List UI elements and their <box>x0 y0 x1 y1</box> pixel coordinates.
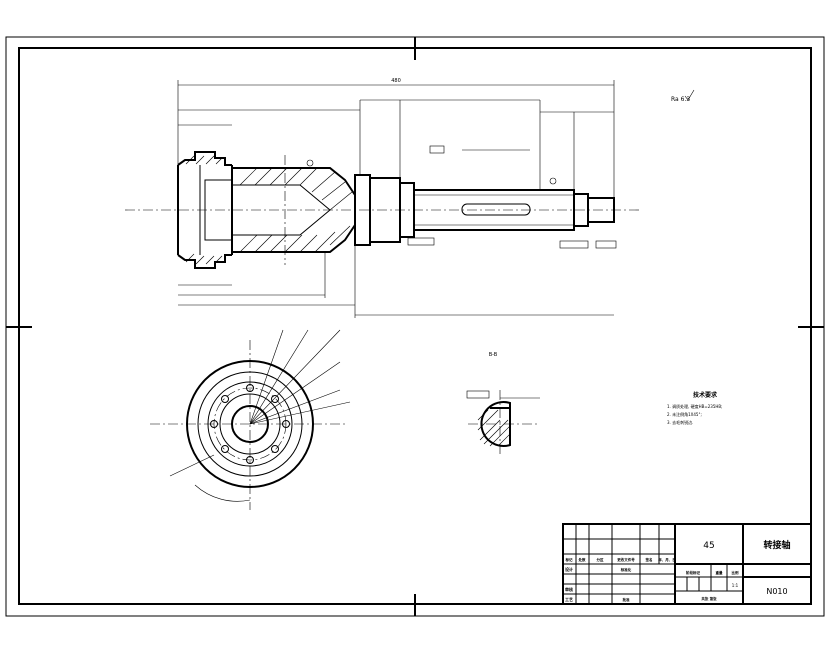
approve-cell: 批准 <box>623 597 631 602</box>
weight-cell: 重量 <box>716 570 724 575</box>
header-cell-6: 年、月、日 <box>658 557 676 562</box>
header-cell-5: 签名 <box>645 557 654 562</box>
row-label-process: 工艺 <box>565 596 573 602</box>
header-cell-2: 处数 <box>578 557 587 562</box>
keyway <box>461 203 531 216</box>
ratio-cell: 比例 <box>732 570 740 575</box>
standardization-cell: 标准化 <box>620 567 632 572</box>
roughness-note: Ra 6.3 <box>671 96 690 103</box>
header-cell-4: 更改文件号 <box>617 557 635 562</box>
flange-end-view <box>150 329 351 510</box>
title-block: 45 转接轴 N010 标记 处数 分区 更改文件号 签名 年、月、日 设计 审… <box>562 523 812 605</box>
drawing-number-cell: N010 <box>766 587 787 596</box>
material-cell: 45 <box>703 541 714 551</box>
row-label-design: 设计 <box>565 566 573 572</box>
inner-frame <box>18 47 812 605</box>
tech-requirements: 技术要求 1. 调质处理, 硬度HB=235HB; 2. 未注倒角1X45°; … <box>667 391 722 425</box>
row-label-review: 审核 <box>565 586 573 592</box>
header-cell-1: 标记 <box>565 557 574 562</box>
tech-req-item-3: 3. 去毛刺锐边. <box>667 419 693 425</box>
tech-req-item-1: 1. 调质处理, 硬度HB=235HB; <box>667 403 722 409</box>
tech-req-item-2: 2. 未注倒角1X45°; <box>667 411 702 417</box>
section-label: B-B <box>489 352 498 358</box>
overall-length-dim: 480 <box>391 78 401 84</box>
part-name-cell: 转接轴 <box>763 539 790 551</box>
outer-frame <box>5 36 825 617</box>
stage-mark-cell: 阶段标记 <box>686 570 700 575</box>
header-cell-3: 分区 <box>597 557 605 562</box>
tech-req-heading: 技术要求 <box>693 391 718 399</box>
section-b-b-view <box>466 390 540 456</box>
sheets-cell: 共张 第张 <box>701 596 717 601</box>
scale-cell: 1:1 <box>732 583 739 588</box>
shaft-front-view: 480 <box>125 78 640 318</box>
